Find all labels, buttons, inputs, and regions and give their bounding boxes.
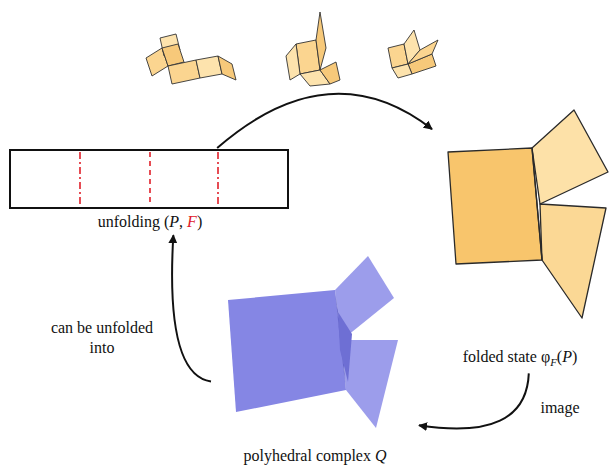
curved-arrow [172, 235, 211, 381]
valley-fold [149, 152, 151, 206]
curved-arrow [217, 94, 432, 148]
diagram-node: folded state φF(P) [432, 105, 608, 373]
diagram-node: polyhedral complex Q [211, 250, 419, 469]
folding-sequence [146, 12, 438, 86]
node-label: polyhedral complex Q [211, 446, 419, 465]
node-label: unfolding (P, F) [4, 212, 296, 231]
edge-label: image [528, 398, 592, 418]
diagram-node: unfolding (P, F) [4, 148, 296, 235]
unfolding-strip [10, 150, 288, 208]
mountain-fold [79, 152, 81, 206]
mountain-fold [217, 152, 219, 206]
curved-arrow [419, 373, 529, 428]
node-label: folded state φF(P) [432, 347, 608, 369]
polyhedral-complex-figure [228, 256, 398, 428]
folded-state-figure [448, 110, 608, 318]
edge-label: can be unfolded into [48, 318, 156, 358]
